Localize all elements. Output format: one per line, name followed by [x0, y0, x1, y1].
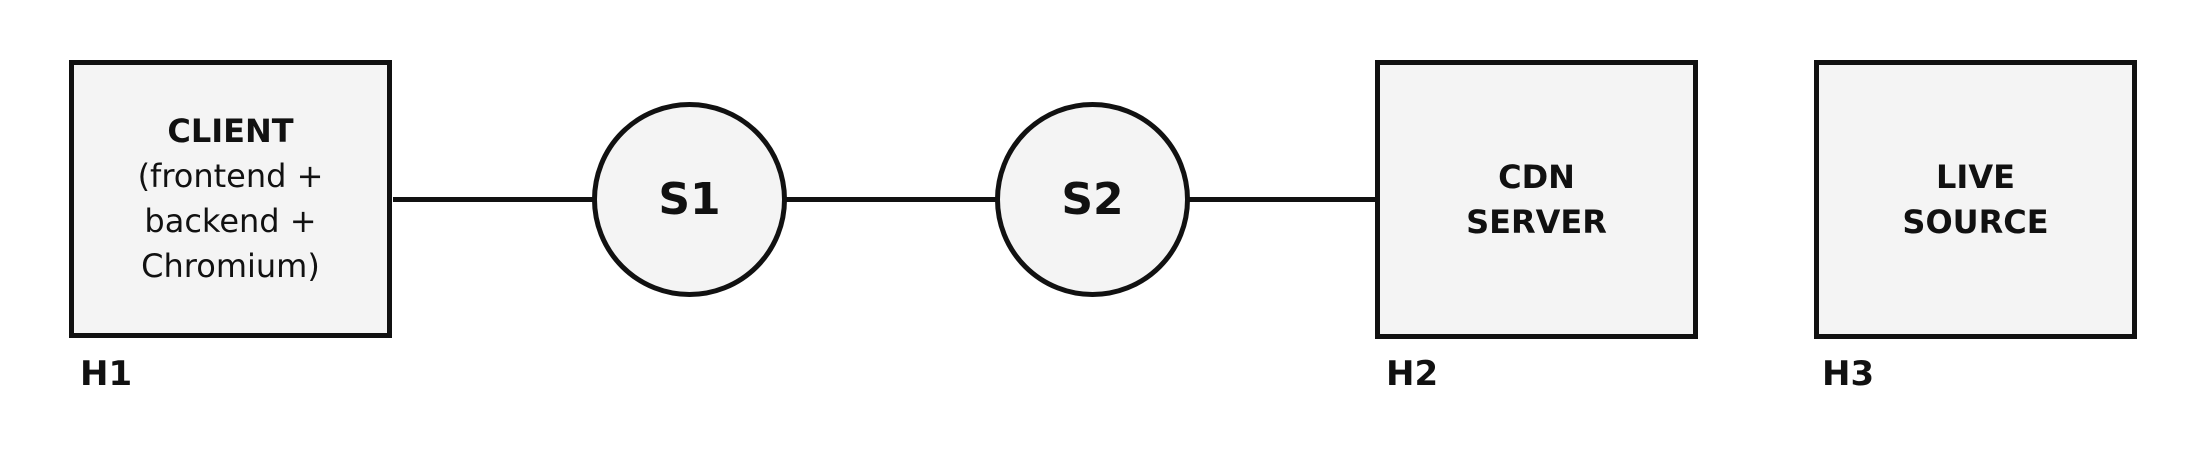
client-title: CLIENT: [167, 112, 294, 150]
switch-s1: S1: [592, 102, 787, 297]
cdn-server-node: CDN SERVER: [1375, 60, 1698, 339]
link-s2-cdn: [1188, 197, 1378, 202]
live-line-2: SOURCE: [1902, 202, 2049, 241]
cdn-line-2: SERVER: [1466, 202, 1607, 241]
live-source-node: LIVE SOURCE: [1814, 60, 2137, 339]
client-line-2: backend +: [144, 202, 317, 240]
link-s1-s2: [786, 197, 996, 202]
live-line-1: LIVE: [1936, 157, 2015, 196]
host-label-h3: H3: [1822, 354, 1875, 394]
switch-s1-label: S1: [658, 174, 721, 225]
link-client-s1: [393, 197, 593, 202]
client-node: CLIENT (frontend + backend + Chromium): [69, 60, 392, 338]
cdn-line-1: CDN: [1498, 157, 1575, 196]
switch-s2: S2: [995, 102, 1190, 297]
client-line-1: (frontend +: [137, 157, 324, 195]
switch-s2-label: S2: [1061, 174, 1124, 225]
host-label-h2: H2: [1386, 354, 1439, 394]
client-line-3: Chromium): [141, 247, 320, 285]
host-label-h1: H1: [80, 354, 133, 394]
